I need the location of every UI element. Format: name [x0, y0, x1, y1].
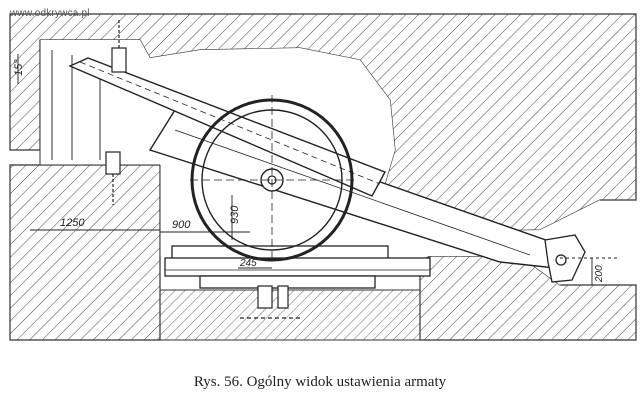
watermark-text: www.odkrywca.pl: [10, 8, 90, 19]
trail-end-hook: [544, 234, 586, 283]
wall-bolts: [105, 20, 127, 205]
carriage-wheel: [190, 95, 355, 262]
dim-245: 245: [239, 258, 257, 269]
figure-caption: Rys. 56. Ogólny widok ustawienia armaty: [193, 374, 447, 390]
dim-angle-15: 15°: [13, 59, 25, 76]
dim-900: 900: [172, 219, 191, 231]
dimension-lines: [17, 54, 620, 285]
dim-1250: 1250: [60, 217, 85, 229]
floor-block: [159, 255, 637, 341]
pivot-bolt: [240, 285, 300, 319]
dim-930: 930: [229, 205, 241, 224]
mount-platform: [164, 245, 431, 289]
dimension-labels: 15° 1250 900 930 245 200: [13, 59, 605, 283]
dim-200: 200: [594, 265, 605, 283]
cannon-barrel: [68, 57, 386, 197]
lower-left-block: [9, 164, 161, 341]
wall-frame-lines: [39, 40, 161, 290]
